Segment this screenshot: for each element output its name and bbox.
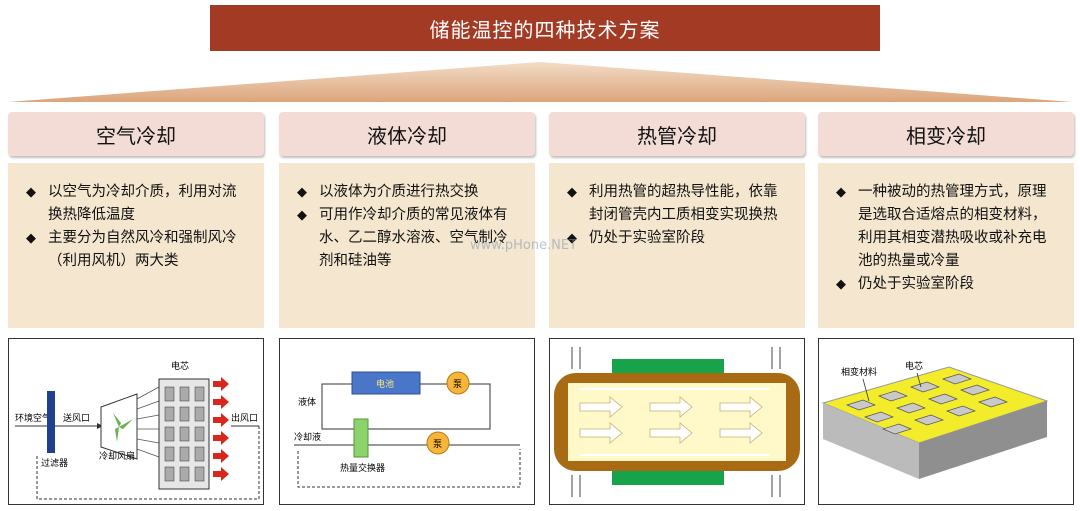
heading-air-cooling: 空气冷却	[8, 112, 264, 156]
battery-label: 电池	[376, 378, 394, 390]
bullet-item: 以空气为冷却介质，利用对流换热降低温度	[26, 181, 250, 227]
filter-shape	[47, 391, 55, 453]
outflow-arrows	[213, 377, 229, 481]
heading-phase-change-cooling: 相变冷却	[818, 112, 1074, 156]
fan-icon	[100, 393, 138, 460]
panel-heat-pipe-cooling: 利用热管的超热导性能，依靠封闭管壳内工质相变实现换热 仍处于实验室阶段	[549, 163, 805, 328]
pump-label: 泵	[433, 439, 442, 450]
outlet-label: 出风口	[231, 412, 258, 424]
battery-cells	[164, 386, 205, 482]
fan-label: 冷却风扇	[99, 450, 135, 462]
heat-exchanger-shape	[353, 418, 369, 458]
bullet-item: 利用热管的超热导性能，依靠封闭管壳内工质相变实现换热	[567, 181, 791, 227]
battery-cells	[845, 373, 1009, 435]
battery-shape	[351, 371, 421, 395]
bullet-item: 主要分为自然风冷和强制风冷（利用风机）两大类	[26, 227, 250, 273]
supply-label: 送风口	[63, 412, 90, 424]
liquid-cooling-diagram: 电池 泵 液体 冷却液 热量交换器 泵	[279, 338, 535, 505]
roof-shape	[8, 62, 1072, 102]
watermark: www.pHone.NET	[470, 238, 578, 253]
flow-arrows	[579, 396, 763, 444]
coolant-label: 冷却液	[294, 431, 321, 443]
bullet-item: 仍处于实验室阶段	[836, 273, 1060, 296]
bullet-item: 以液体为介质进行热交换	[297, 181, 521, 204]
panel-liquid-cooling: 以液体为介质进行热交换 可用作冷却介质的常见液体有水、乙二醇水溶液、空气制冷剂和…	[279, 163, 535, 328]
phase-change-diagram: 相变材料 电芯	[818, 338, 1074, 505]
pump-label: 泵	[453, 379, 462, 390]
panel-phase-change-cooling: 一种被动的热管理方式，原理是选取合适熔点的相变材料，利用其相变潜热吸收或补充电池…	[818, 163, 1074, 328]
heat-pipe-diagram	[549, 338, 805, 505]
env-air-label: 环境空气	[15, 412, 51, 424]
pump-icon	[446, 371, 470, 395]
panel-air-cooling: 以空气为冷却介质，利用对流换热降低温度 主要分为自然风冷和强制风冷（利用风机）两…	[8, 163, 264, 328]
air-cooling-diagram: 环境空气 过滤器 送风口 冷却风扇 电芯	[8, 338, 264, 505]
exchanger-label: 热量交换器	[340, 462, 385, 474]
cell-label: 电芯	[905, 360, 923, 372]
page-title: 储能温控的四种技术方案	[210, 5, 880, 51]
material-label: 相变材料	[841, 366, 877, 378]
filter-label: 过滤器	[41, 457, 68, 469]
pump-icon	[426, 431, 450, 455]
bullet-item: 可用作冷却介质的常见液体有水、乙二醇水溶液、空气制冷剂和硅油等	[297, 204, 521, 273]
bullet-item: 一种被动的热管理方式，原理是选取合适熔点的相变材料，利用其相变潜热吸收或补充电池…	[836, 181, 1060, 273]
cell-label: 电芯	[171, 360, 189, 372]
heading-liquid-cooling: 液体冷却	[279, 112, 535, 156]
liquid-label: 液体	[298, 396, 316, 408]
heading-heat-pipe-cooling: 热管冷却	[549, 112, 805, 156]
bullet-item: 仍处于实验室阶段	[567, 227, 791, 250]
